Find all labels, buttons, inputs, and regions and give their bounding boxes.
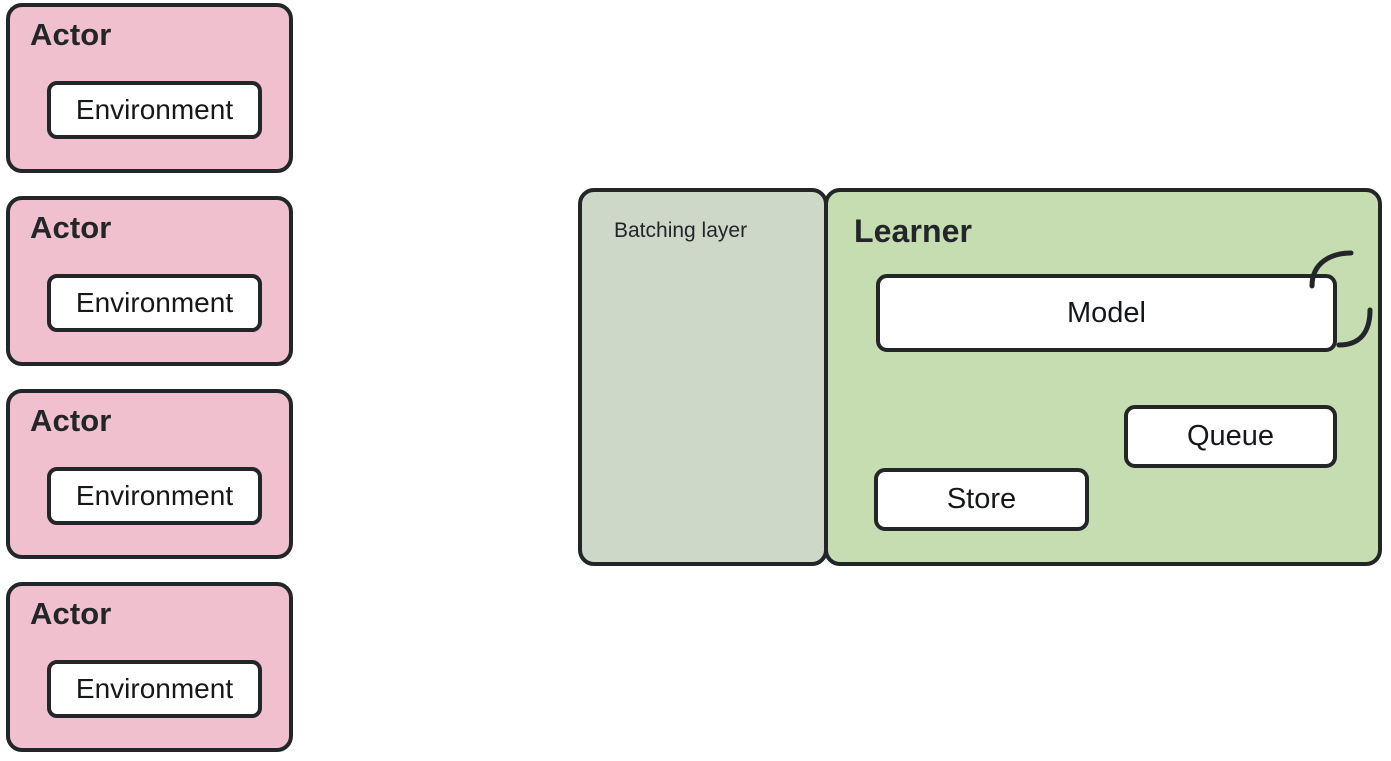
store-box[interactable]: Store <box>874 468 1089 531</box>
model-box[interactable]: Model <box>876 274 1337 352</box>
queue-box[interactable]: Queue <box>1124 405 1337 468</box>
actor-box-3[interactable]: Actor Environment <box>6 389 293 559</box>
actor-box-4[interactable]: Actor Environment <box>6 582 293 752</box>
actor-label: Actor <box>30 596 112 631</box>
batching-layer-label: Batching layer <box>614 219 748 242</box>
environment-label: Environment <box>75 673 234 704</box>
learner-box[interactable]: Learner Model Queue Store <box>824 188 1382 566</box>
actor-box-1[interactable]: Actor Environment <box>6 3 293 173</box>
actor-box-2[interactable]: Actor Environment <box>6 196 293 366</box>
batching-layer-box[interactable]: Batching layer <box>578 188 828 566</box>
environment-label: Environment <box>75 94 234 125</box>
environment-box[interactable]: Environment <box>47 660 262 718</box>
learner-label: Learner <box>854 213 973 249</box>
environment-box[interactable]: Environment <box>47 467 262 525</box>
environment-box[interactable]: Environment <box>47 274 262 332</box>
actor-label: Actor <box>30 403 112 438</box>
actor-label: Actor <box>30 210 112 245</box>
actor-label: Actor <box>30 17 112 52</box>
environment-box[interactable]: Environment <box>47 81 262 139</box>
environment-label: Environment <box>75 480 234 511</box>
environment-label: Environment <box>75 287 234 318</box>
